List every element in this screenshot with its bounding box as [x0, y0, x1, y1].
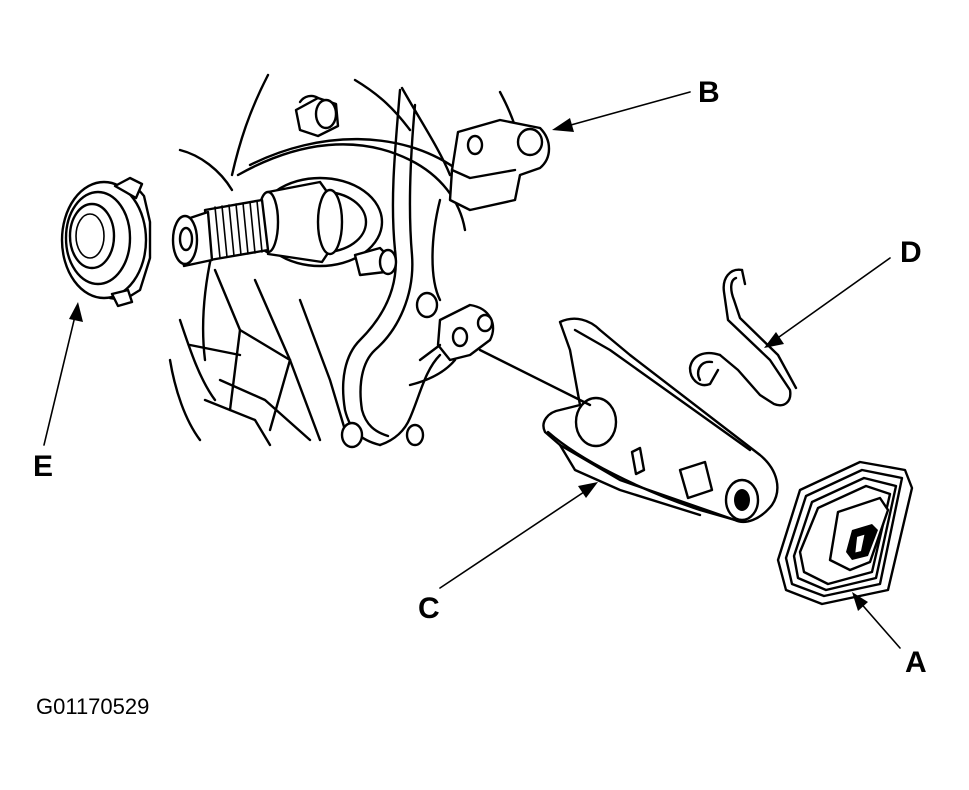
leader-line-d [771, 257, 891, 343]
arrowhead-a [852, 592, 868, 611]
callout-label-b: B [698, 76, 720, 109]
release-bearing-part-e [60, 176, 152, 308]
leader-line-c [439, 487, 591, 589]
arrowhead-d [764, 332, 784, 348]
leader-line-e [43, 311, 77, 446]
leader-line-a [857, 599, 901, 649]
arrowhead-c [578, 482, 598, 498]
callout-label-d: D [900, 236, 922, 269]
input-shaft [171, 176, 398, 277]
callout-leaders [43, 91, 901, 649]
retaining-spring-part-d [688, 268, 798, 407]
transmission-housing [168, 73, 551, 449]
callout-label-e: E [33, 450, 54, 483]
leader-line-b [559, 91, 691, 129]
arrowhead-b [552, 118, 574, 132]
dust-boot-part-a [776, 460, 914, 606]
callout-label-c: C [418, 592, 440, 625]
arrowhead-e [69, 302, 83, 322]
figure-id: G01170529 [36, 694, 150, 719]
release-fork-part-c [478, 317, 779, 524]
callout-label-a: A [905, 646, 927, 679]
